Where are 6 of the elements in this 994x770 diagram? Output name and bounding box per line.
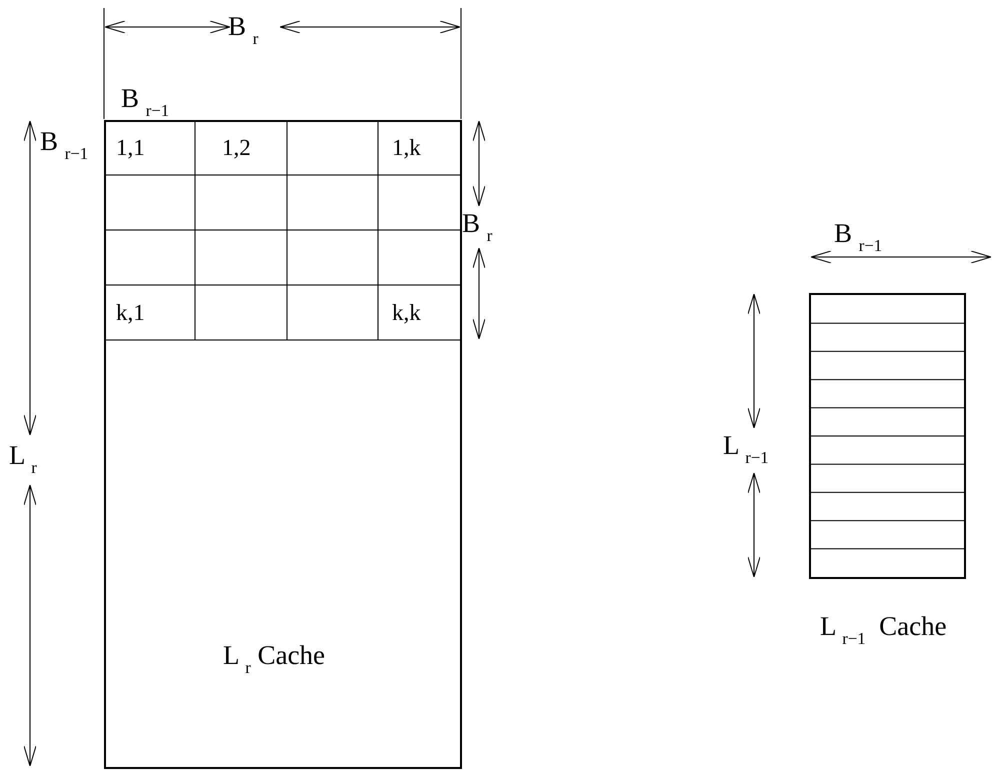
table-cell-label: 1,2 xyxy=(222,136,251,159)
table-cell-label: 1,k xyxy=(392,136,421,159)
table-cell-label: 1,1 xyxy=(116,136,145,159)
table-cell-label: k,k xyxy=(392,301,421,324)
cache-block xyxy=(104,120,462,769)
table-cell-label: k,1 xyxy=(116,301,145,324)
